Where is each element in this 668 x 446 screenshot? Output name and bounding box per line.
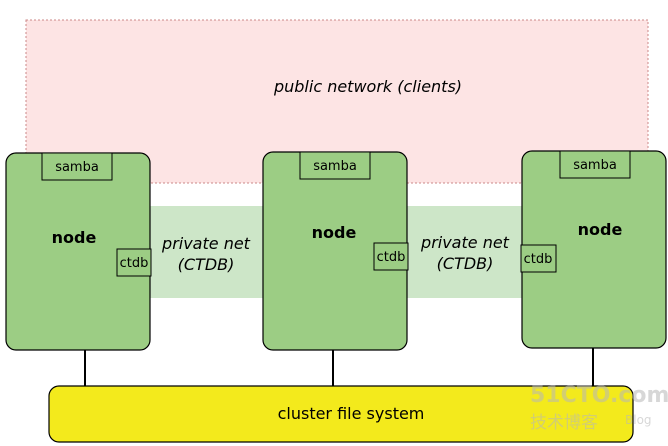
node-1-ctdb-label: ctdb	[120, 256, 149, 271]
node-2: samba node ctdb	[262, 151, 409, 351]
public-network-label: public network (clients)	[273, 77, 462, 96]
node-3-ctdb-box	[520, 244, 557, 273]
node-3-samba-label: samba	[573, 158, 617, 173]
private-net-2-line2: (CTDB)	[437, 254, 494, 273]
watermark-tag: Blog	[625, 413, 652, 427]
cluster-file-system-label: cluster file system	[278, 404, 425, 423]
node-2-label: node	[312, 223, 357, 242]
watermark-site: 51CTO.com	[530, 383, 668, 408]
watermark-subtitle: 技术博客	[530, 413, 598, 433]
private-net-region-1	[150, 206, 264, 298]
node-2-ctdb-box	[373, 242, 409, 271]
private-net-2-line1: private net	[420, 233, 510, 252]
node-3-label: node	[578, 220, 623, 239]
watermark: 51CTO.com 技术博客 Blog	[530, 383, 668, 433]
node-2-samba-box	[299, 151, 371, 180]
node-1-label: node	[52, 228, 97, 247]
node-3: samba node ctdb	[520, 150, 667, 349]
node-2-ctdb-label: ctdb	[377, 250, 406, 265]
private-net-region-2	[407, 206, 523, 298]
node-1: samba node ctdb	[5, 152, 152, 351]
node-3-ctdb-label: ctdb	[524, 252, 553, 267]
node-1-samba-box	[41, 152, 113, 181]
private-net-1-line1: private net	[161, 234, 251, 253]
node-1-samba-label: samba	[55, 160, 99, 175]
cluster-file-system-box	[48, 385, 634, 443]
node-3-samba-box	[559, 150, 631, 179]
node-1-ctdb-box	[116, 248, 152, 277]
private-net-1-line2: (CTDB)	[178, 255, 235, 274]
node-2-samba-label: samba	[313, 159, 357, 174]
